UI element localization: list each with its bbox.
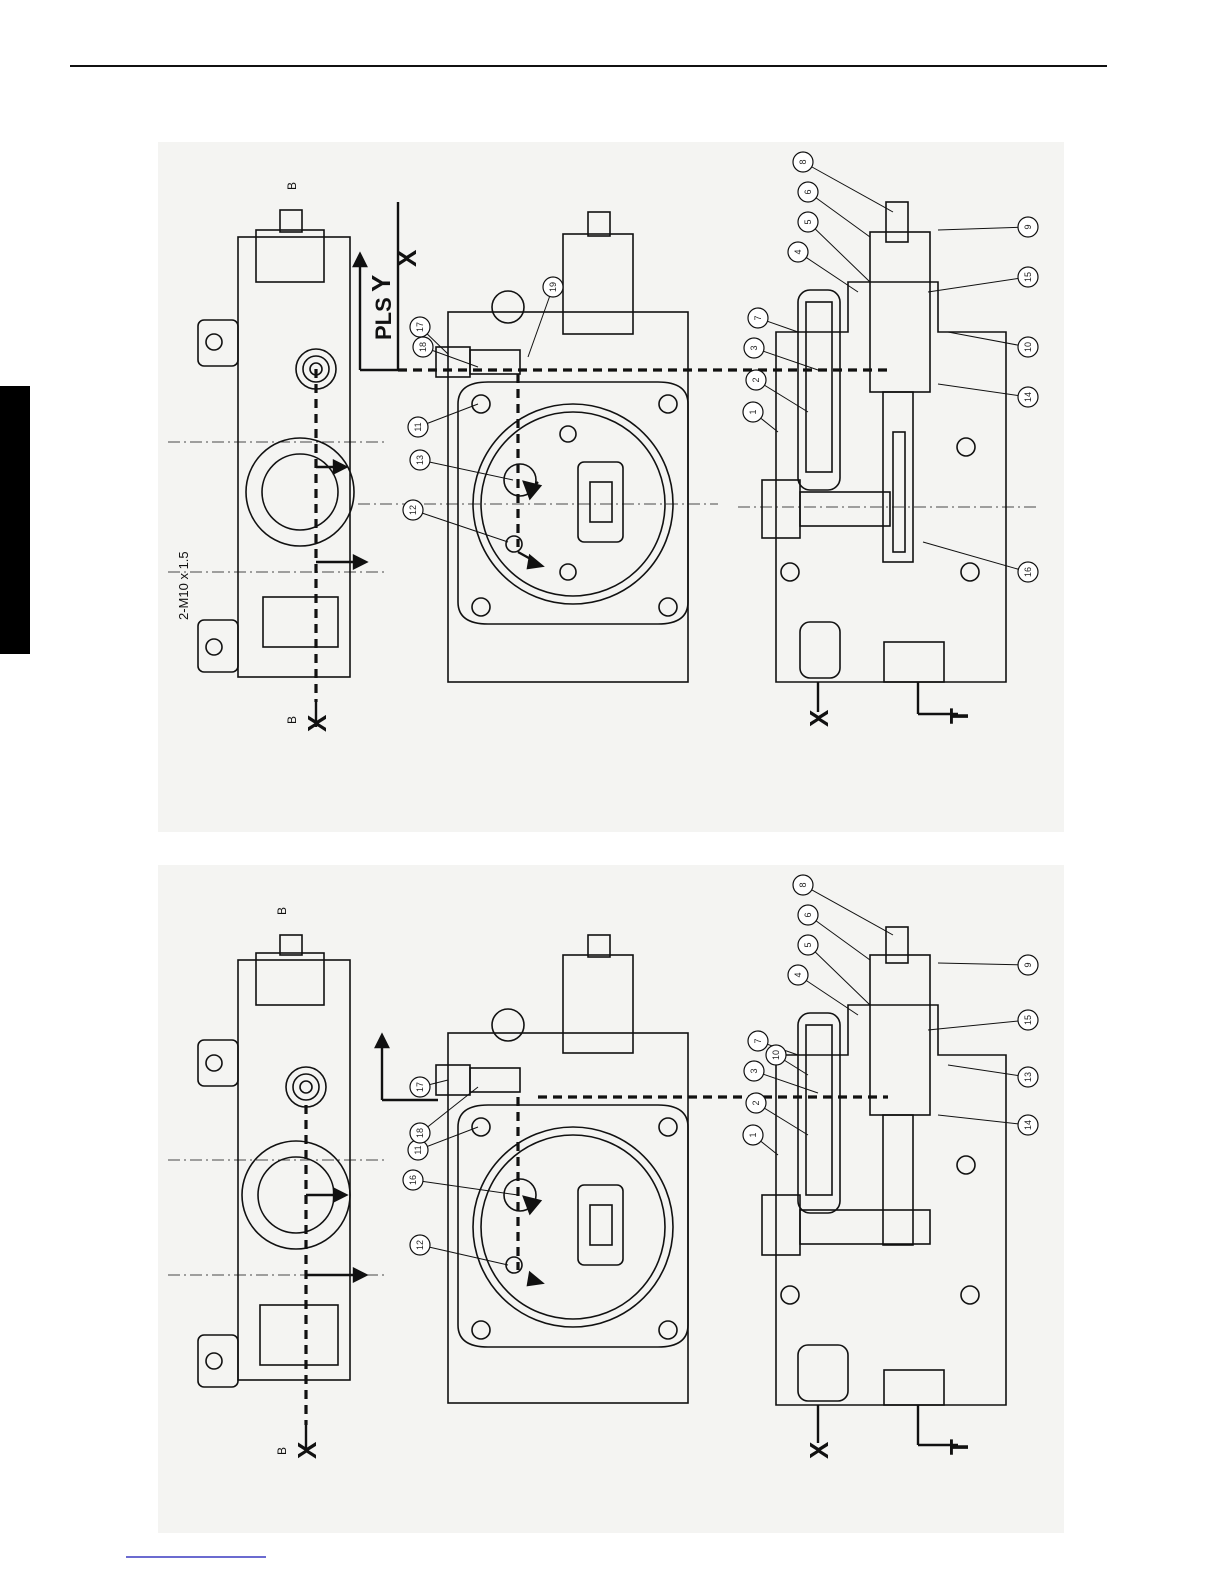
callout-number: 14 <box>1023 1120 1033 1130</box>
section-mark-bottom: B <box>285 716 299 724</box>
callout-number: 3 <box>749 345 759 350</box>
callout-balloon-12: 12 <box>410 1235 508 1265</box>
callout-balloon-9: 9 <box>938 955 1038 975</box>
top-valve-drawing: PLS Y X X X T B B 2-M10 x 1.5 1234567891… <box>158 142 1064 832</box>
callout-balloon-5: 5 <box>798 212 870 282</box>
callout-number: 14 <box>1023 392 1033 402</box>
callout-number: 9 <box>1023 224 1033 229</box>
callout-number: 2 <box>751 377 761 382</box>
callout-balloon-15: 15 <box>928 1010 1038 1030</box>
section-view-right <box>762 927 1006 1405</box>
callout-number: 10 <box>1023 342 1033 352</box>
callout-balloon-11: 11 <box>408 404 478 437</box>
callout-number: 5 <box>803 942 813 947</box>
callout-balloon-1: 1 <box>743 402 778 432</box>
thread-callout: 2-M10 x 1.5 <box>176 551 191 620</box>
callout-balloon-3: 3 <box>744 338 818 370</box>
callout-number: 4 <box>793 972 803 977</box>
x-port-label-section: X <box>804 1441 834 1459</box>
callout-balloon-1: 1 <box>743 1125 778 1155</box>
x-port-label-top: X <box>392 249 422 267</box>
x-port-label-section: X <box>804 709 834 727</box>
callout-balloon-13: 13 <box>948 1065 1038 1087</box>
section-view-right <box>738 202 1038 682</box>
section-mark-top: B <box>285 182 299 190</box>
callout-balloon-12: 12 <box>403 500 508 542</box>
t-port-label-section: T <box>944 708 974 724</box>
callout-number: 11 <box>413 1145 423 1154</box>
chapter-thumb-tab <box>0 386 30 654</box>
y-port-label-top: Y <box>366 275 396 292</box>
section-mark-bottom: B <box>275 1447 289 1455</box>
callout-number: 2 <box>751 1100 761 1105</box>
x-port-label-left: X <box>292 1441 322 1459</box>
callout-number: 17 <box>415 1082 425 1092</box>
callout-balloon-4: 4 <box>788 965 858 1015</box>
callout-number: 11 <box>413 422 423 431</box>
callout-number: 4 <box>793 249 803 254</box>
callout-number: 6 <box>803 912 813 917</box>
callout-number: 12 <box>415 1240 425 1250</box>
callout-number: 7 <box>753 1038 763 1043</box>
x-port-label-left: X <box>302 714 332 732</box>
callout-balloon-15: 15 <box>928 267 1038 292</box>
callout-balloon-7: 7 <box>748 308 798 332</box>
footer-link-rule <box>126 1556 266 1558</box>
callout-balloon-13: 13 <box>410 450 513 480</box>
callout-balloon-5: 5 <box>798 935 870 1005</box>
callout-number: 16 <box>408 1175 418 1185</box>
callout-number: 9 <box>1023 962 1033 967</box>
callout-number: 16 <box>1023 567 1033 577</box>
callout-number: 15 <box>1023 1015 1033 1025</box>
callout-balloon-4: 4 <box>788 242 858 292</box>
callout-balloon-14: 14 <box>938 1115 1038 1135</box>
callout-balloon-17: 17 <box>410 1077 448 1097</box>
callout-number: 8 <box>798 159 808 164</box>
header-rule <box>70 65 1107 67</box>
callout-balloon-16: 16 <box>923 542 1038 582</box>
callout-balloon-14: 14 <box>938 384 1038 407</box>
callout-balloon-10: 10 <box>948 332 1038 357</box>
pls-label: PLS <box>371 297 396 340</box>
callout-balloon-3: 3 <box>744 1061 818 1093</box>
callout-number: 7 <box>753 315 763 320</box>
callout-number: 8 <box>798 882 808 887</box>
callout-balloon-9: 9 <box>938 217 1038 237</box>
callout-number: 13 <box>415 455 425 465</box>
callout-number: 1 <box>748 409 758 414</box>
callout-number: 18 <box>418 342 428 352</box>
section-mark-top: B <box>275 907 289 915</box>
callout-number: 12 <box>408 505 418 515</box>
callout-number: 5 <box>803 219 813 224</box>
callout-number: 10 <box>771 1050 781 1060</box>
callout-number: 15 <box>1023 272 1033 282</box>
side-view-left <box>168 935 388 1387</box>
callout-number: 13 <box>1023 1072 1033 1082</box>
callout-number: 19 <box>548 282 558 292</box>
callout-number: 3 <box>749 1068 759 1073</box>
callout-number: 18 <box>415 1128 425 1138</box>
callout-number: 17 <box>415 322 425 332</box>
callout-number: 6 <box>803 189 813 194</box>
callout-balloon-19: 19 <box>528 277 563 357</box>
t-port-label-section: T <box>944 1439 974 1455</box>
front-view-middle <box>436 935 688 1403</box>
front-view-middle <box>358 212 718 682</box>
callout-number: 1 <box>748 1132 758 1137</box>
callout-balloon-16: 16 <box>403 1170 518 1195</box>
side-view-left <box>168 210 388 677</box>
callout-balloon-10: 10 <box>766 1045 808 1075</box>
